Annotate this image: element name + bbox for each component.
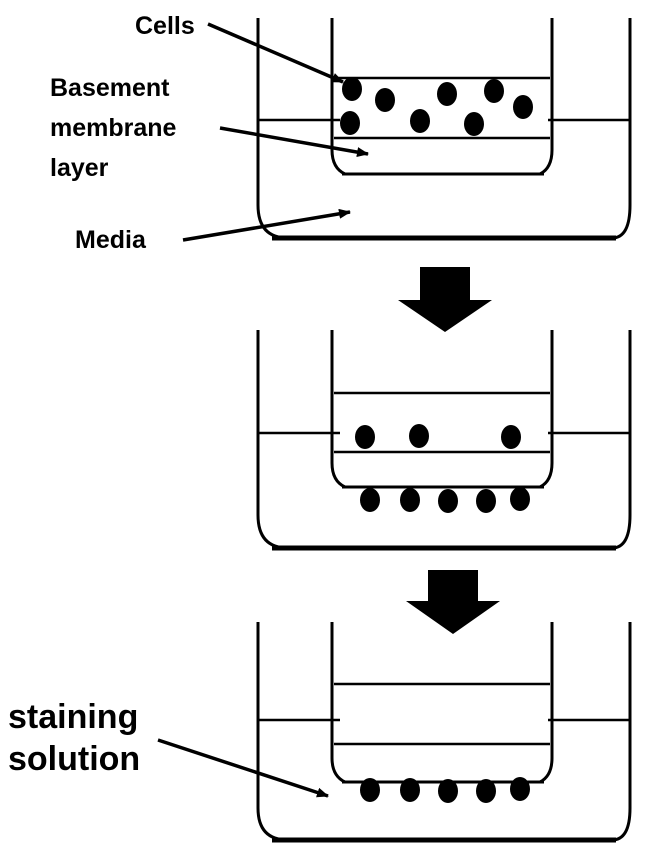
step-arrow-1 bbox=[398, 267, 492, 332]
cell bbox=[375, 88, 395, 112]
cell bbox=[513, 95, 533, 119]
outer-well bbox=[256, 330, 632, 550]
label-staining-line1: staining bbox=[8, 698, 138, 736]
step-arrow-2 bbox=[406, 570, 500, 634]
cells-group bbox=[340, 77, 533, 136]
insert bbox=[330, 622, 554, 784]
label-basement-line1: Basement bbox=[50, 74, 170, 102]
stage-3-staining: staining solution bbox=[8, 622, 632, 843]
stained-cell bbox=[510, 777, 530, 801]
stained-cell bbox=[360, 778, 380, 802]
cell bbox=[501, 425, 521, 449]
cells-group bbox=[355, 424, 530, 513]
invaded-cell bbox=[400, 488, 420, 512]
cell bbox=[410, 109, 430, 133]
stained-cell bbox=[476, 779, 496, 803]
outer-well bbox=[256, 622, 632, 842]
arrow-staining bbox=[157, 738, 329, 798]
invaded-cell bbox=[438, 489, 458, 513]
label-media: Media bbox=[75, 226, 147, 254]
cell bbox=[437, 82, 457, 106]
invaded-cell bbox=[476, 489, 496, 513]
cells-group bbox=[360, 777, 530, 803]
arrow-cells bbox=[207, 22, 344, 84]
insert bbox=[330, 330, 554, 489]
label-basement-line3: layer bbox=[50, 154, 109, 182]
stage-2-invasion bbox=[256, 330, 632, 551]
cell bbox=[340, 111, 360, 135]
arrow-media bbox=[182, 208, 351, 242]
outer-well bbox=[256, 18, 632, 240]
invaded-cell bbox=[510, 487, 530, 511]
label-staining-line2: solution bbox=[8, 740, 140, 778]
label-basement-line2: membrane bbox=[50, 114, 177, 142]
cell bbox=[342, 77, 362, 101]
cell bbox=[464, 112, 484, 136]
stage-1-initial: Cells Basement membrane layer Media bbox=[50, 12, 632, 254]
cell bbox=[355, 425, 375, 449]
stained-cell bbox=[400, 778, 420, 802]
stained-cell bbox=[438, 779, 458, 803]
cell bbox=[484, 79, 504, 103]
label-cells: Cells bbox=[135, 12, 195, 40]
invaded-cell bbox=[360, 488, 380, 512]
cell bbox=[409, 424, 429, 448]
arrow-basement bbox=[219, 126, 369, 158]
